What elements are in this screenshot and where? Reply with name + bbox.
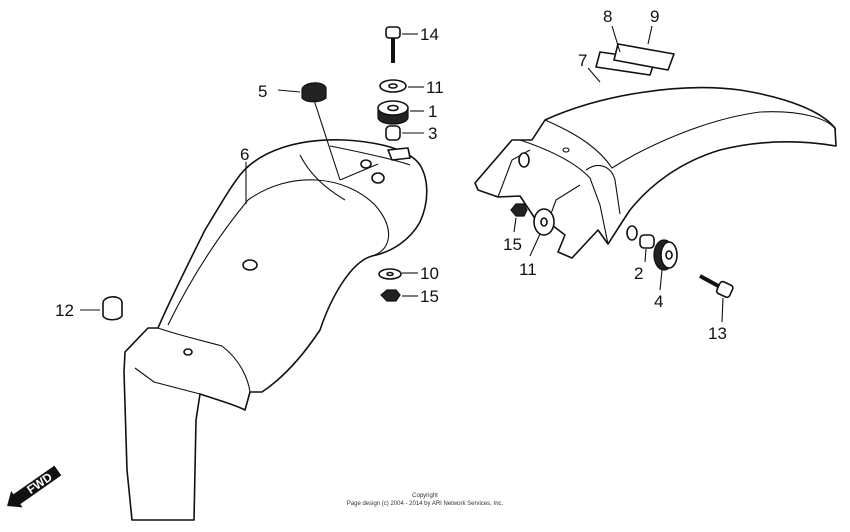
decal-9 — [613, 43, 675, 71]
fwd-arrow: FWD — [7, 465, 62, 508]
callout-9: 9 — [650, 7, 659, 26]
grommet-4 — [653, 239, 678, 271]
cap-5 — [301, 82, 327, 103]
washer-11-rear — [533, 208, 555, 236]
callout-4: 4 — [654, 292, 663, 311]
callout-11-top: 11 — [426, 78, 444, 97]
arrow-icon — [7, 465, 62, 508]
callout-14: 14 — [420, 25, 439, 44]
callout-2: 2 — [634, 264, 643, 283]
nut-15-front — [380, 289, 401, 302]
copyright-line1: Copyright — [412, 493, 438, 499]
callout-11-rear: 11 — [519, 260, 537, 279]
bolt-14 — [385, 26, 401, 63]
callout-5: 5 — [258, 82, 267, 101]
callout-15-front: 15 — [420, 287, 439, 306]
collar-2 — [639, 234, 655, 249]
copyright-line2: Page design (c) 2004 - 2014 by ARI Netwo… — [347, 501, 504, 507]
callout-8: 8 — [603, 7, 612, 26]
collar-3 — [385, 125, 401, 141]
nut-15-rear — [510, 203, 528, 217]
callout-3: 3 — [428, 124, 437, 143]
copyright-notice: Copyright Page design (c) 2004 - 2014 by… — [347, 493, 504, 507]
cap-12 — [102, 296, 123, 321]
callout-13: 13 — [708, 324, 727, 343]
callout-12: 12 — [55, 301, 74, 320]
bolt-13 — [699, 274, 734, 299]
washer-11-top — [379, 79, 407, 93]
callout-numbers: 14 5 11 1 3 6 10 15 12 7 8 9 15 11 2 4 1… — [55, 7, 727, 343]
callout-15-rear: 15 — [503, 235, 522, 254]
rear-fender — [474, 86, 837, 259]
callout-1: 1 — [428, 102, 437, 121]
front-fender — [123, 139, 428, 521]
grommet-1 — [377, 100, 409, 125]
leader-lines — [80, 25, 724, 323]
callout-10: 10 — [420, 264, 439, 283]
callout-6: 6 — [240, 145, 249, 164]
washer-10 — [378, 268, 402, 280]
callout-7: 7 — [578, 51, 587, 70]
